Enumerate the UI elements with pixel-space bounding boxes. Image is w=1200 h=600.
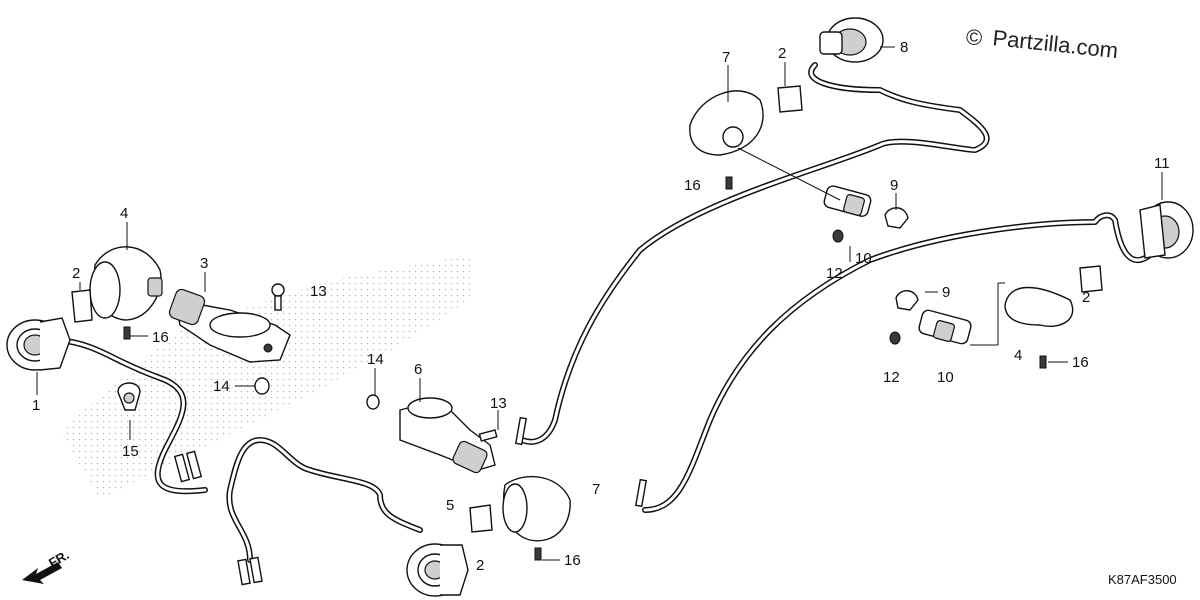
callout-2: 2 [72,265,80,282]
front-right-turn-signal [406,543,469,597]
front-left-bracket [168,288,291,363]
front-nut-14a [254,377,270,395]
callout-2: 2 [1082,289,1090,306]
front-left-clip [71,289,93,323]
front-bolt-13a [271,283,285,311]
rear-right-clip [1079,265,1103,293]
callout-5: 5 [446,497,454,514]
callout-14: 14 [213,378,230,395]
rear-right-turn-signal [1139,201,1194,259]
rear-left-turn-signal [819,17,884,63]
callout-numbers: 1 2 2 2 2 3 4 4 5 6 7 7 8 9 9 10 10 11 1… [32,39,1170,574]
brand-text: Partzilla.com [991,25,1119,63]
front-left-lens-cover [89,246,163,321]
front-right-screw [534,547,542,561]
callout-4: 4 [120,205,128,222]
wiring-harness [57,62,1153,563]
callout-10: 10 [855,250,872,267]
callout-16: 16 [684,177,701,194]
rear-left-clip [777,85,803,113]
leader-lines [36,46,1163,561]
wire-clamp [117,382,141,411]
callout-15: 15 [122,443,139,460]
callout-1: 1 [32,397,40,414]
front-bolt-13b [478,429,498,442]
callout-7: 7 [722,49,730,66]
rear-right-lens-cover [1004,286,1074,327]
diagram-code: K87AF3500 [1108,572,1177,587]
callout-2: 2 [476,557,484,574]
callout-13: 13 [310,283,327,300]
front-right-clip [469,504,493,533]
stipple-shading [60,255,470,500]
callout-16: 16 [1072,354,1089,371]
front-right-bracket [399,397,496,474]
front-direction-indicator: FR. [22,547,72,584]
rear-left-bushing [884,207,909,229]
rear-left-nut [832,229,844,243]
callout-13: 13 [490,395,507,412]
rear-left-lens-cover [689,90,764,156]
arrow-icon [22,562,62,584]
callout-16: 16 [564,552,581,569]
callout-4: 4 [1014,347,1022,364]
brand-watermark: © Partzilla.com [966,25,1119,63]
rear-right-nut [889,331,901,345]
callout-8: 8 [900,39,908,56]
callout-14: 14 [367,351,384,368]
callout-2: 2 [778,45,786,62]
rear-right-screw [1039,355,1047,369]
rear-left-socket [823,185,872,217]
rear-right-bushing [895,290,919,311]
callout-3: 3 [200,255,208,272]
callout-9: 9 [942,284,950,301]
callout-10: 10 [937,369,954,386]
callout-9: 9 [890,177,898,194]
front-nut-14b [366,394,380,410]
callout-7: 7 [592,481,600,498]
front-left-turn-signal [6,317,71,371]
callout-11: 11 [1154,155,1170,172]
callout-6: 6 [414,361,422,378]
copyright-symbol: © [966,25,982,50]
front-left-screw [123,326,131,340]
callout-12: 12 [883,369,900,386]
front-right-lens-cover [502,475,571,542]
callout-12: 12 [826,265,843,282]
rear-right-socket [918,309,972,345]
rear-left-screw [725,176,733,190]
callout-16: 16 [152,329,169,346]
connector-terminals [173,416,648,586]
